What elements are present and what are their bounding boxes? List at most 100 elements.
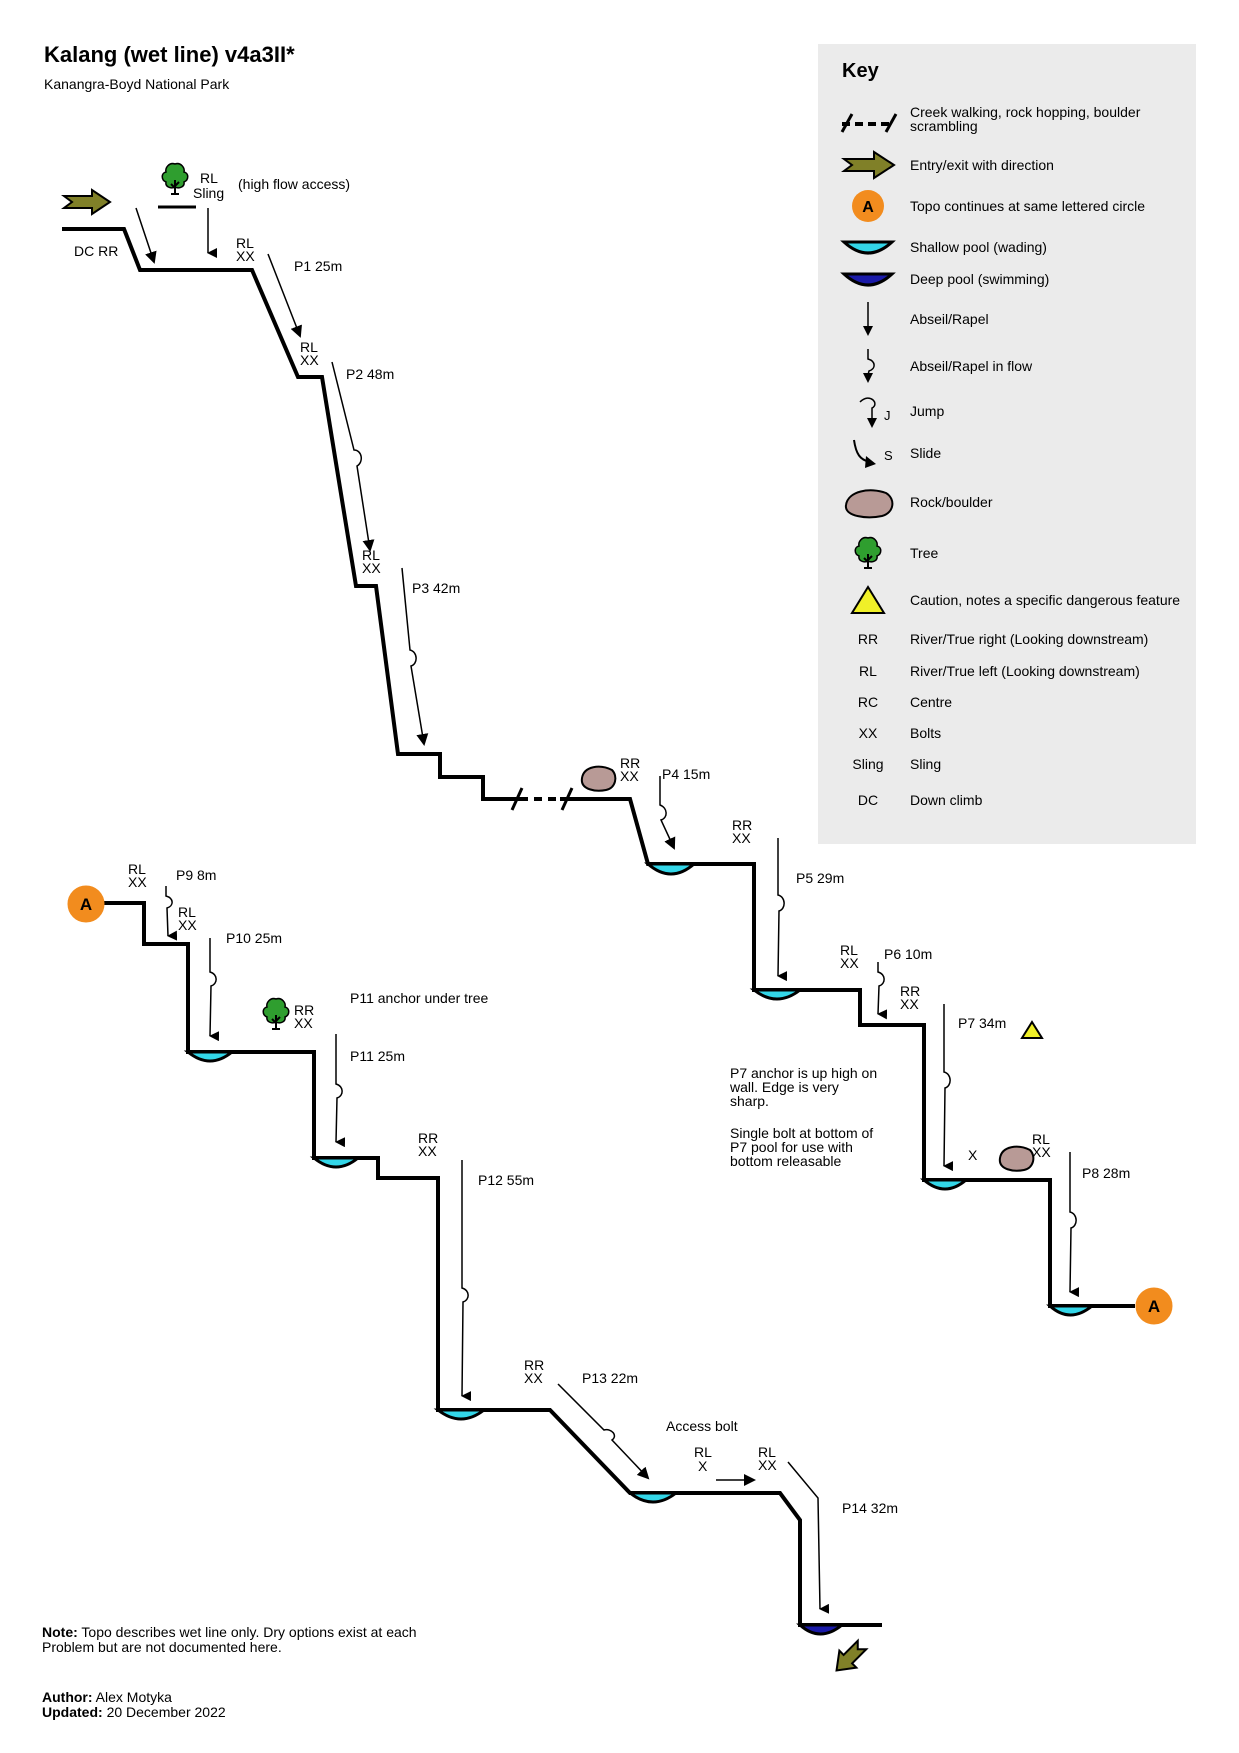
p13-label: P13 22m — [582, 1370, 638, 1386]
tree-icon — [854, 536, 882, 569]
access-bolt-label: Access bolt — [666, 1418, 738, 1434]
key-label: Shallow pool (wading) — [910, 239, 1047, 255]
abseil-icon — [863, 302, 873, 336]
svg-text:A: A — [1148, 1297, 1160, 1316]
key-label: Abseil/Rapel — [910, 311, 989, 327]
p9-label: P9 8m — [176, 867, 216, 883]
entry-side-label: RL — [200, 170, 218, 186]
page-subtitle: Kanangra-Boyd National Park — [44, 76, 230, 92]
continuation-circle-a-icon: A — [1135, 1287, 1173, 1325]
tree-icon — [161, 162, 189, 195]
p7-label: P7 34m — [958, 1015, 1006, 1031]
key-row-caution: Caution, notes a specific dangerous feat… — [818, 583, 1196, 617]
key-row-entry-exit: Entry/exit with direction — [818, 148, 1196, 182]
shallow-pool-icon — [840, 240, 896, 255]
key-row-jump: J Jump — [818, 394, 1196, 428]
key-title: Key — [842, 60, 879, 82]
abseil-flow-arrow-p7 — [943, 1004, 954, 1172]
author-label: Author: — [42, 1689, 93, 1705]
entry-exit-arrow-icon — [841, 150, 896, 180]
key-label: Centre — [910, 694, 953, 710]
creek-walking-icon — [840, 113, 898, 133]
key-label: River/True right (Looking downstream) — [910, 631, 1149, 647]
p4-label: P4 15m — [662, 766, 710, 782]
topo-note: Note: Topo describes wet line only. Dry … — [42, 1625, 422, 1655]
author-name: Alex Motyka — [95, 1689, 172, 1705]
p2-label: P2 48m — [346, 366, 394, 382]
abseil-flow-arrow-p12 — [461, 1160, 472, 1402]
access-bolt-marker: X — [698, 1458, 708, 1474]
shallow-pool-icon — [433, 1408, 489, 1421]
abseil-flow-arrow-p3 — [401, 567, 429, 746]
key-row-shallow-pool: Shallow pool (wading) — [818, 230, 1196, 264]
key-label: Slide — [910, 445, 942, 461]
p13-side-label: RR — [524, 1357, 544, 1373]
key-row-boulder: Rock/boulder — [818, 485, 1196, 519]
svg-text:A: A — [862, 199, 874, 216]
p2-side-label: RL — [300, 339, 318, 355]
abseil-flow-arrow-p13 — [557, 1383, 650, 1480]
abseil-flow-arrow-p5 — [777, 838, 788, 982]
boulder-icon — [580, 765, 617, 792]
p3-label: P3 42m — [412, 580, 460, 596]
continuation-circle-icon: A — [852, 190, 884, 222]
note-label: Note: — [42, 1624, 78, 1640]
key-symbol-text: DC — [857, 792, 879, 808]
p1-anchor-label: XX — [236, 248, 255, 264]
high-flow-label: (high flow access) — [238, 176, 350, 192]
key-row-creek-walking: Creek walking, rock hopping, boulder scr… — [818, 102, 1196, 136]
boulder-icon — [998, 1145, 1035, 1172]
key-row-rl: RL River/True left (Looking downstream) — [818, 654, 1196, 688]
p7-note-line-7: bottom releasable — [730, 1153, 842, 1169]
p10-side-label: RL — [178, 904, 196, 920]
p11-note: P11 anchor under tree — [350, 990, 488, 1006]
p10-anchor-label: XX — [178, 917, 197, 933]
p4-side-label: RR — [620, 755, 640, 771]
p3-anchor-label: XX — [362, 560, 381, 576]
p5-label: P5 29m — [796, 870, 844, 886]
caution-icon — [850, 585, 886, 614]
p8-anchor-label: XX — [1032, 1144, 1051, 1160]
key-legend: Key Creek walking, rock hopping, boulder… — [818, 44, 1196, 844]
p8-label: P8 28m — [1082, 1165, 1130, 1181]
jump-icon: J — [859, 397, 891, 428]
p4-anchor-label: XX — [620, 768, 639, 784]
abseil-flow-arrow-p11 — [335, 1034, 346, 1148]
key-row-slide: S Slide — [818, 436, 1196, 470]
p1-label: P1 25m — [294, 258, 342, 274]
caution-icon — [1020, 1020, 1044, 1039]
tree-icon — [262, 997, 290, 1030]
key-label: Jump — [910, 403, 945, 419]
key-label: Down climb — [910, 792, 983, 808]
key-label: Topo continues at same lettered circle — [910, 198, 1146, 214]
p12-anchor-label: XX — [418, 1143, 437, 1159]
deep-pool-icon — [840, 272, 896, 287]
key-row-rr: RR River/True right (Looking downstream) — [818, 622, 1196, 656]
shallow-pool-icon — [625, 1491, 681, 1504]
entry-arrow-icon — [61, 188, 112, 216]
key-symbol-text: Sling — [852, 756, 884, 772]
p14-anchor-label: XX — [758, 1457, 777, 1473]
continuation-circle-a-icon: A — [67, 885, 105, 923]
key-row-dc: DC Down climb — [818, 783, 1196, 817]
svg-text:J: J — [884, 408, 891, 423]
key-symbol-text: RC — [857, 694, 879, 710]
shallow-pool-icon — [1046, 1304, 1097, 1317]
key-row-tree: Tree — [818, 536, 1196, 570]
slide-icon: S — [853, 439, 893, 468]
downclimb-arrow — [135, 207, 157, 264]
shallow-pool-icon — [309, 1156, 363, 1169]
p5-side-label: RR — [732, 817, 752, 833]
key-label: Bolts — [910, 725, 942, 741]
p6-side-label: RL — [840, 942, 858, 958]
exit-arrow-icon — [835, 1638, 869, 1672]
key-row-continuation: A Topo continues at same lettered circle — [818, 189, 1196, 223]
abseil-arrow-p14 — [787, 1461, 830, 1614]
p10-label: P10 25m — [226, 930, 282, 946]
abseil-arrow-p1 — [267, 253, 302, 338]
p11-label: P11 25m — [350, 1048, 405, 1064]
abseil-flow-arrow-p9 — [165, 886, 178, 941]
shallow-pool-icon — [919, 1178, 971, 1191]
key-symbol-text: RL — [859, 663, 877, 679]
key-row-abseil-flow: Abseil/Rapel in flow — [818, 349, 1196, 383]
